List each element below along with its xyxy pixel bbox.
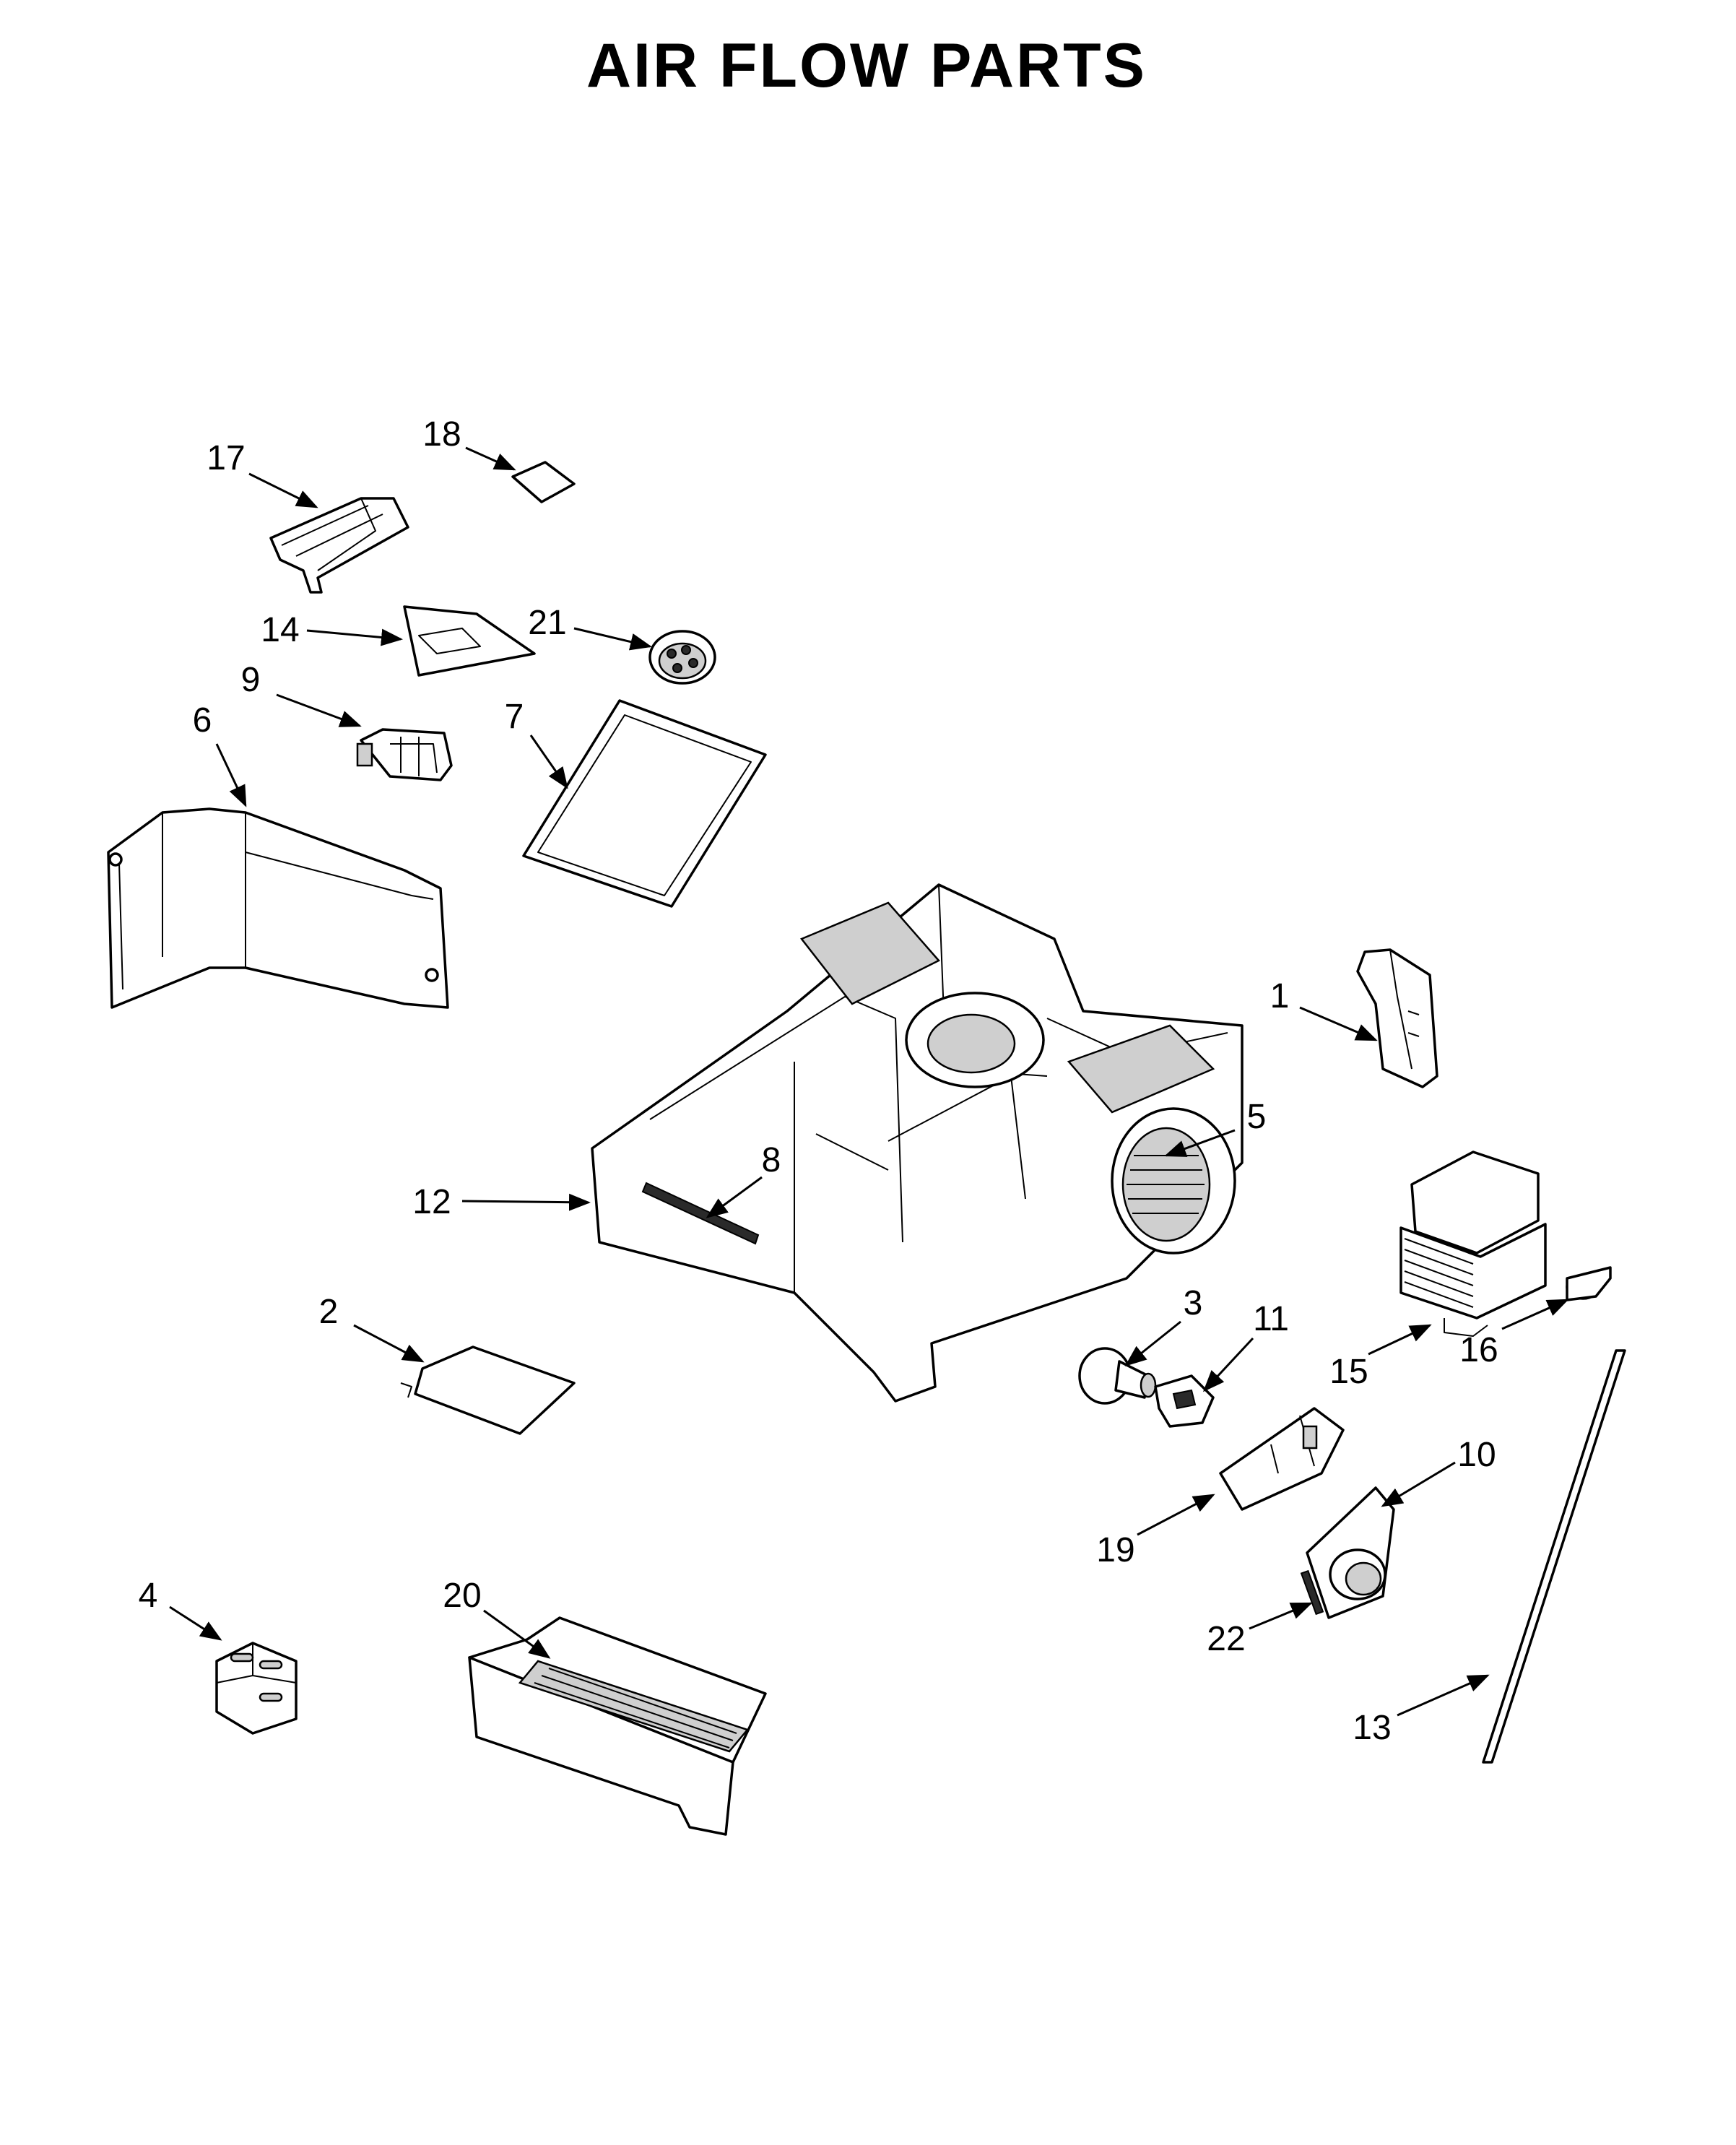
callout-6: 6 [193, 701, 212, 740]
part-21-thermal-switch [648, 630, 716, 685]
leader-2 [353, 1324, 425, 1363]
part-2-insulation-sheet [400, 1346, 576, 1435]
leader-8 [706, 1176, 763, 1218]
callout-7: 7 [505, 698, 524, 736]
leader-3 [1124, 1320, 1181, 1366]
callout-13: 13 [1353, 1709, 1391, 1747]
callout-3: 3 [1184, 1284, 1203, 1322]
part-9-latch [356, 728, 453, 781]
leader-18 [465, 446, 516, 471]
callout-10: 10 [1457, 1436, 1496, 1474]
callout-1: 1 [1270, 977, 1290, 1015]
callout-12: 12 [412, 1183, 451, 1221]
part-14-plate [403, 605, 536, 677]
callout-labels: 17 18 14 21 9 6 7 1 5 8 12 2 3 11 15 16 … [139, 415, 1498, 1747]
part-11-lamp-socket [1154, 1374, 1215, 1428]
part-7-filter-frame [522, 699, 767, 908]
leader-5 [1164, 1129, 1236, 1157]
leader-6 [215, 743, 247, 807]
leader-15 [1368, 1324, 1432, 1356]
callout-19: 19 [1096, 1531, 1134, 1569]
callout-21: 21 [528, 604, 566, 642]
leader-13 [1397, 1674, 1490, 1717]
part-13-rod [1482, 1349, 1626, 1764]
part-20-vent-grille [468, 1616, 767, 1836]
part-17-vent-cover [269, 497, 409, 594]
callout-20: 20 [443, 1577, 481, 1615]
callout-15: 15 [1329, 1353, 1368, 1391]
leader-10 [1381, 1461, 1456, 1507]
leader-12 [461, 1193, 591, 1211]
part-3-lamp-bulb [1078, 1347, 1157, 1405]
leader-20 [483, 1609, 551, 1659]
leader-17 [248, 472, 318, 508]
callout-14: 14 [261, 611, 299, 649]
leader-4 [169, 1606, 222, 1641]
leader-1 [1299, 1006, 1378, 1041]
leader-22 [1249, 1602, 1313, 1630]
leader-9 [276, 693, 362, 727]
callout-8: 8 [762, 1141, 781, 1179]
leader-19 [1137, 1494, 1215, 1536]
leader-21 [573, 627, 652, 651]
callout-4: 4 [139, 1577, 158, 1615]
part-1-bracket [1356, 948, 1438, 1088]
leader-11 [1202, 1337, 1254, 1392]
part-15-transformer [1399, 1150, 1547, 1337]
part-16-thermostat [1566, 1266, 1612, 1301]
callout-17: 17 [207, 439, 245, 477]
callout-5: 5 [1247, 1098, 1267, 1136]
callout-9: 9 [241, 661, 261, 699]
part-12-duct-housing [591, 883, 1244, 1403]
leader-14 [306, 628, 403, 646]
leader-7 [529, 734, 568, 789]
callout-18: 18 [422, 415, 461, 454]
part-18-pad [511, 461, 576, 503]
callout-16: 16 [1459, 1331, 1498, 1369]
part-6-shield-panel [107, 807, 449, 1009]
part-4-clip-bracket [215, 1642, 298, 1735]
part-22-clip [1300, 1569, 1324, 1616]
callout-11: 11 [1253, 1300, 1289, 1338]
callout-2: 2 [319, 1293, 339, 1331]
leader-lines [169, 446, 1569, 1717]
callout-22: 22 [1207, 1620, 1245, 1658]
leader-16 [1501, 1299, 1569, 1330]
part-19-lamp-board [1219, 1407, 1345, 1511]
part-5-blower-wheel [1111, 1107, 1236, 1254]
page-title: AIR FLOW PARTS [586, 31, 1147, 100]
part-10-lamp-bracket [1306, 1486, 1395, 1619]
